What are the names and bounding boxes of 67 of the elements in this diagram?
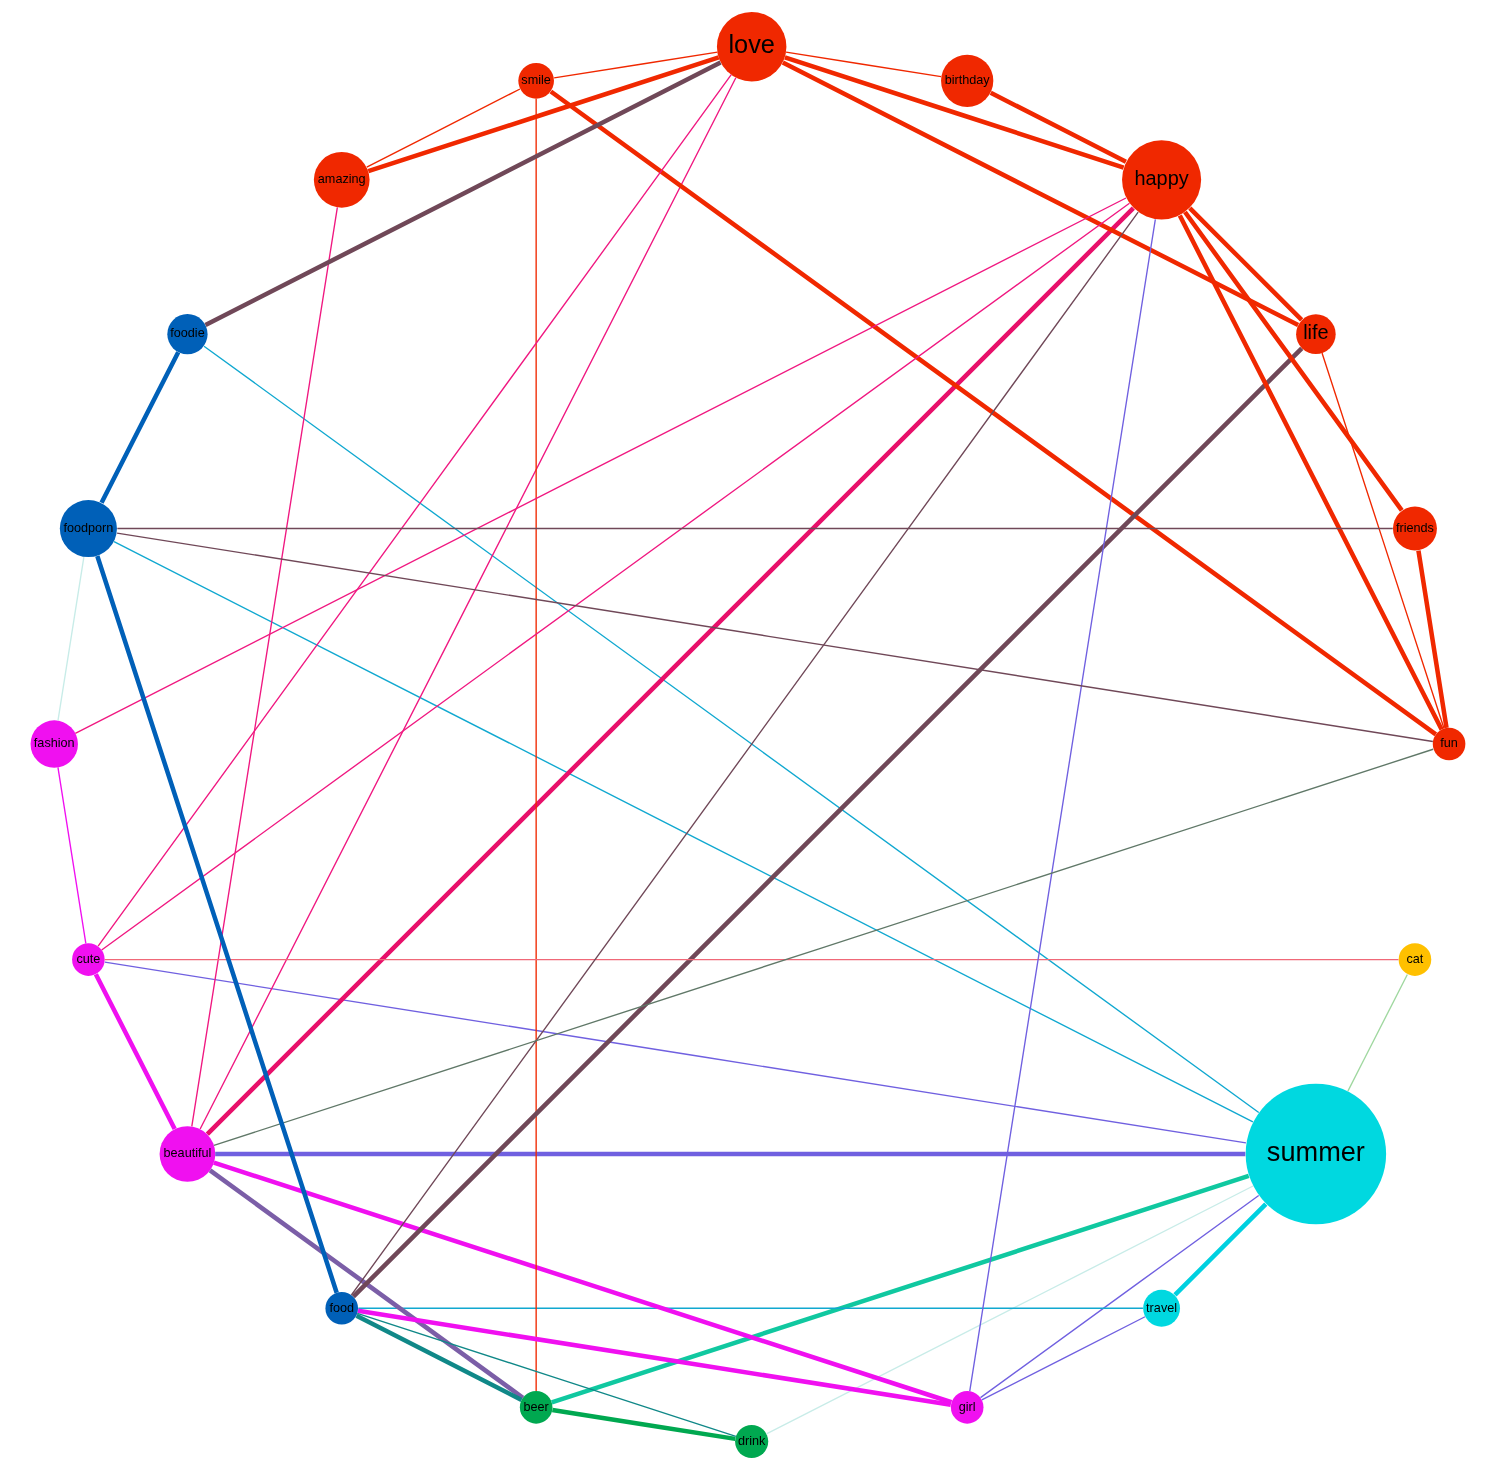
connector xyxy=(1172,1202,1267,1297)
node-circle: beautiful xyxy=(159,1126,215,1182)
connector xyxy=(351,346,1303,1299)
connector xyxy=(96,74,732,947)
node-circle: smile xyxy=(517,62,554,99)
connector xyxy=(99,351,180,504)
connector xyxy=(205,206,1135,1136)
connector xyxy=(367,55,719,174)
connector xyxy=(212,748,1434,1147)
node-circle: travel xyxy=(1142,1289,1180,1327)
connector xyxy=(94,555,339,1294)
connector xyxy=(56,556,85,722)
connector xyxy=(115,532,1434,743)
connector xyxy=(968,218,1156,1392)
node-circle: drink xyxy=(734,1424,768,1459)
node-circle: cute xyxy=(71,943,105,976)
connector xyxy=(100,202,1130,951)
node-circle: foodporn xyxy=(59,500,117,558)
node-circle: life xyxy=(1295,314,1336,354)
connector xyxy=(103,961,1247,1144)
connector xyxy=(365,88,521,168)
node-circle: birthday xyxy=(940,54,993,107)
connector xyxy=(765,1185,1254,1435)
connector xyxy=(356,1312,737,1437)
node-circle: summer xyxy=(1245,1083,1386,1225)
node-circle: happy xyxy=(1121,140,1201,220)
connector xyxy=(212,1160,952,1405)
connector xyxy=(112,540,1254,1123)
connector xyxy=(93,973,177,1130)
connector xyxy=(357,1308,951,1407)
connector xyxy=(208,1168,524,1400)
connector xyxy=(190,206,338,1128)
connector xyxy=(1177,214,1444,731)
connector xyxy=(350,211,1139,1296)
connector xyxy=(980,1316,1146,1401)
connector xyxy=(1346,973,1408,1092)
connector xyxy=(550,1173,1249,1405)
connector xyxy=(989,90,1127,164)
connector xyxy=(56,766,86,945)
connector xyxy=(551,1407,736,1442)
node-circle: amazing xyxy=(313,152,370,208)
node-circle: foodie xyxy=(166,314,208,355)
connector xyxy=(784,51,942,78)
node-circle: food xyxy=(324,1292,358,1325)
connector xyxy=(202,345,1259,1114)
connector xyxy=(103,958,1399,961)
connector xyxy=(198,77,737,1130)
connector xyxy=(1415,550,1449,729)
connector xyxy=(979,1194,1259,1399)
connector xyxy=(214,1151,1245,1157)
node-circle: girl xyxy=(950,1391,983,1424)
connector xyxy=(1182,210,1404,512)
connector xyxy=(355,1313,523,1402)
node-circle: cat xyxy=(1398,943,1431,976)
connector xyxy=(781,60,1299,328)
connector xyxy=(116,527,1393,530)
connector xyxy=(74,197,1127,734)
node-circle: friends xyxy=(1392,506,1437,551)
connector xyxy=(1320,352,1445,730)
connector xyxy=(534,98,537,1392)
connector xyxy=(357,1307,1144,1309)
connector xyxy=(1187,206,1303,322)
node-circle: fashion xyxy=(30,720,78,768)
connector xyxy=(553,51,718,79)
node-circle: fun xyxy=(1432,727,1465,761)
node-circle: beer xyxy=(519,1391,552,1424)
node-circle: love xyxy=(716,11,786,82)
